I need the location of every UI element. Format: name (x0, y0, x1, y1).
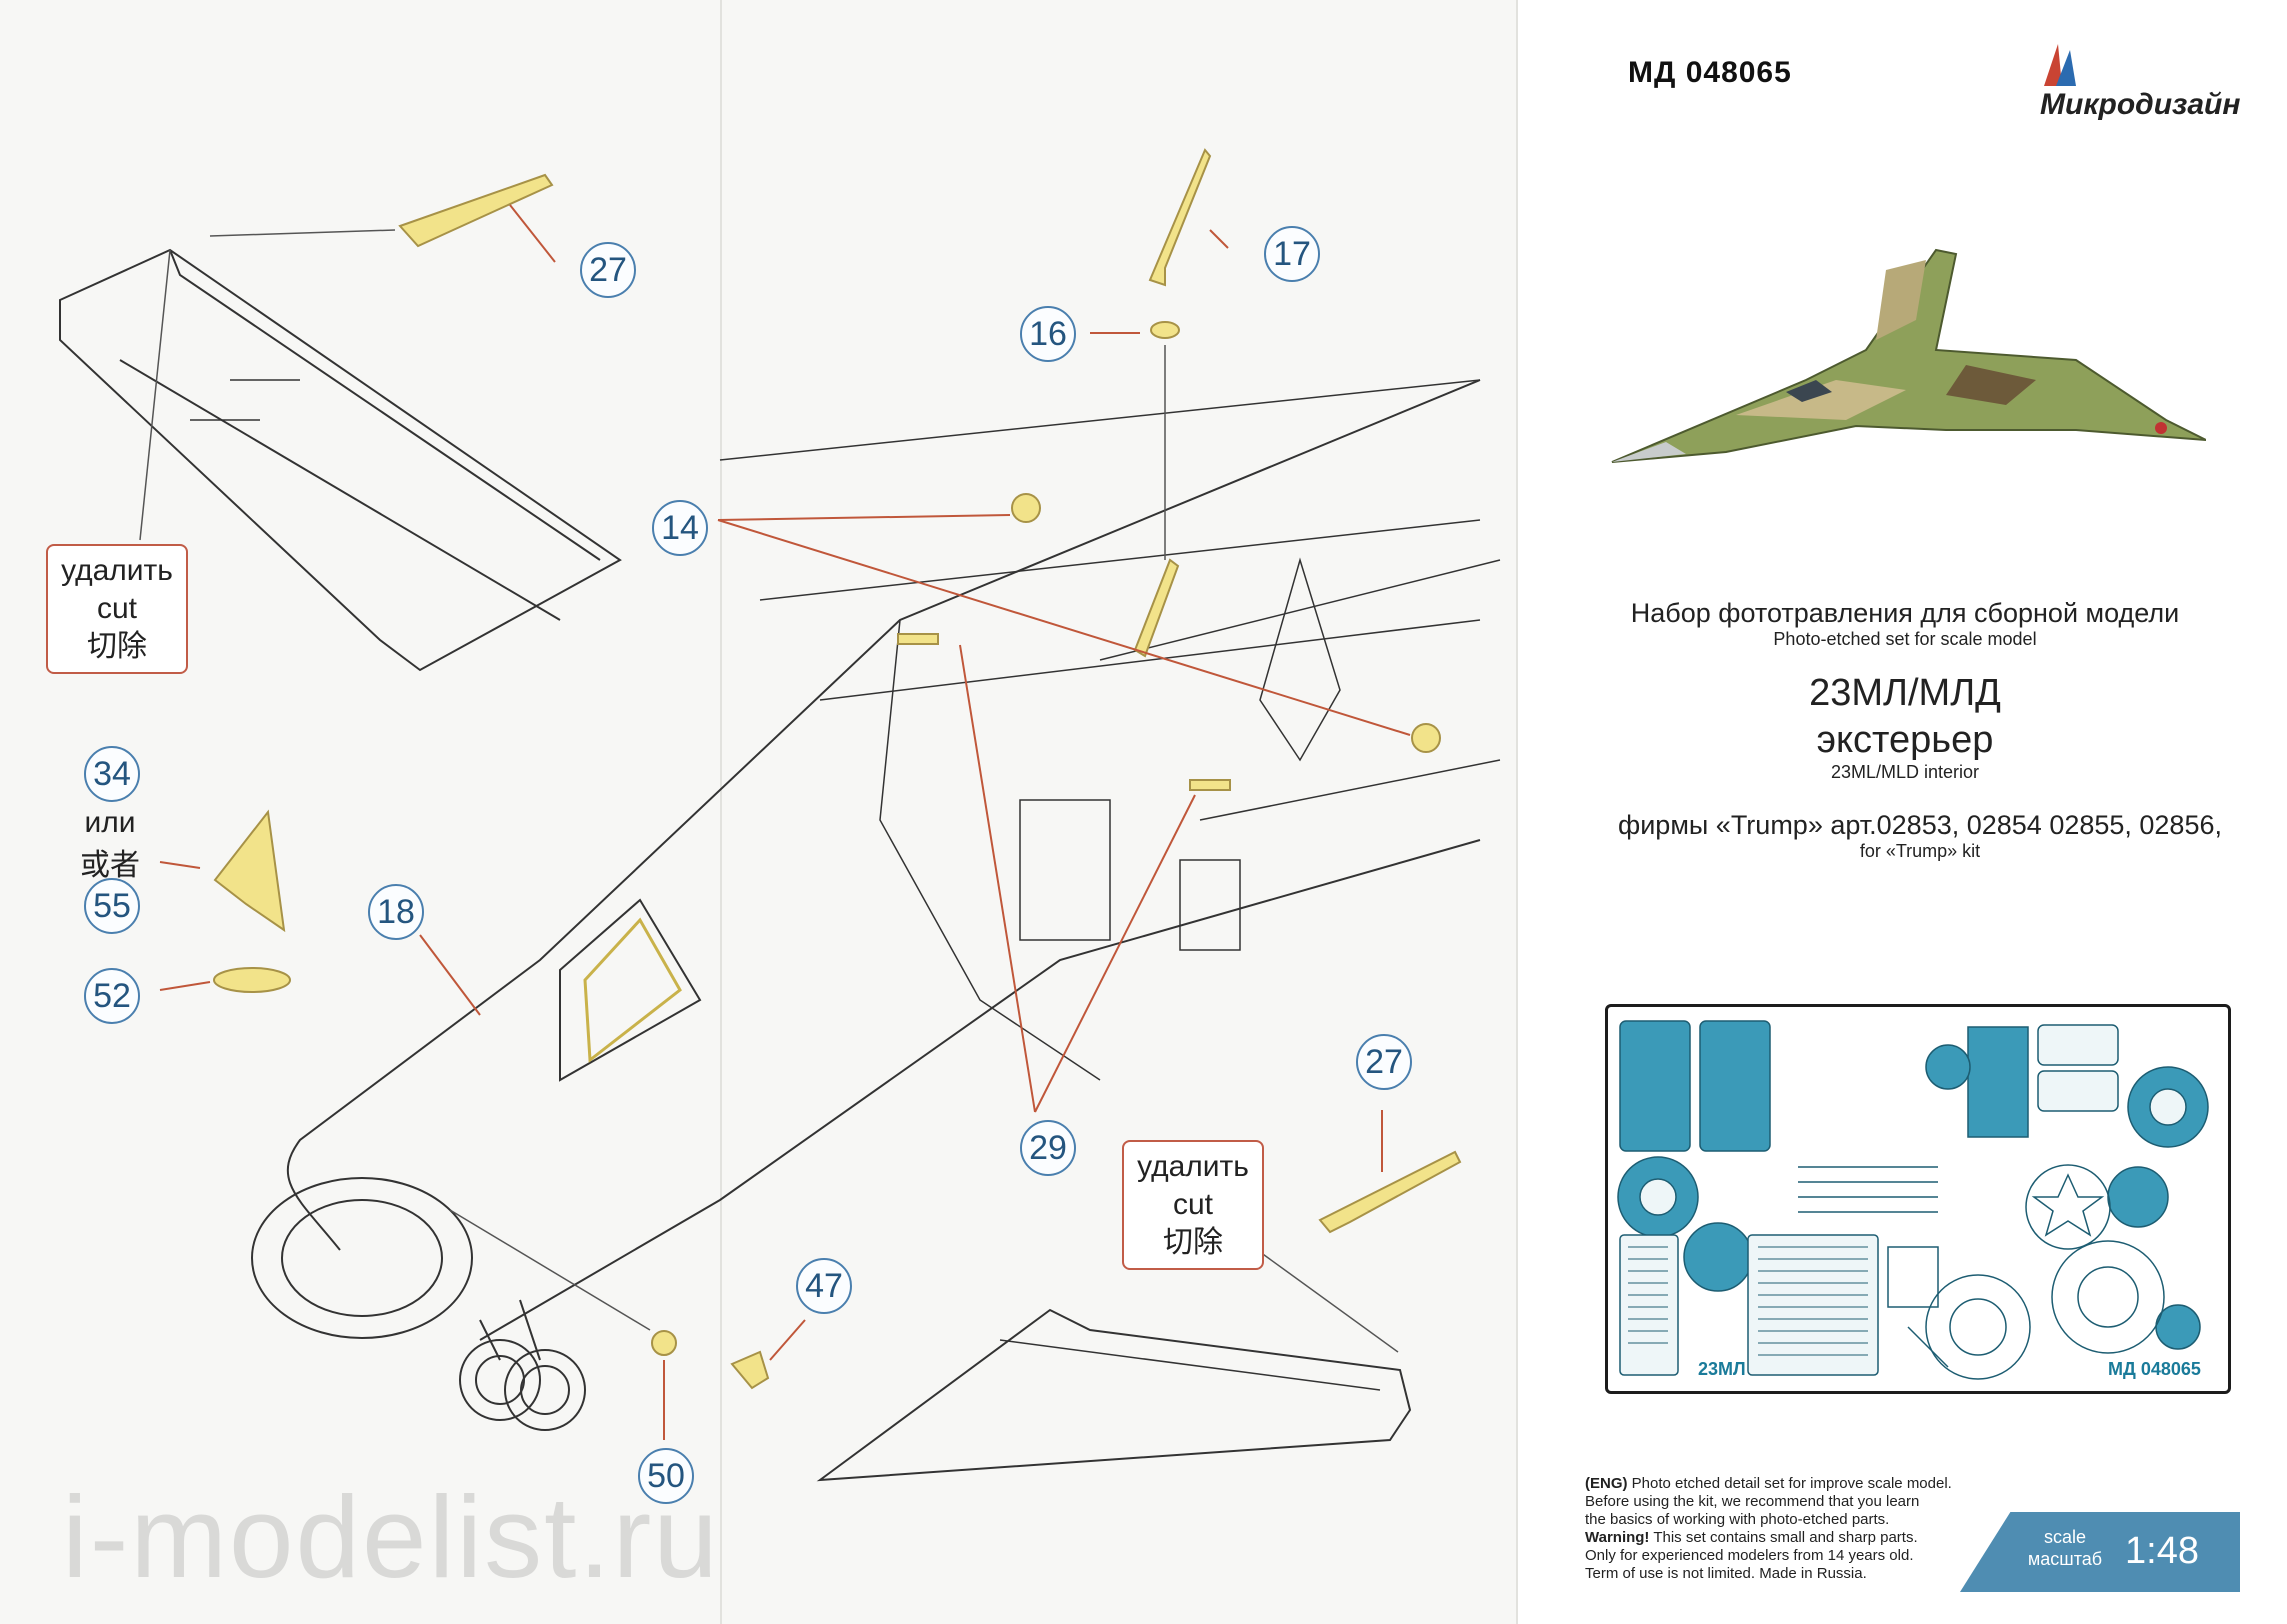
model-block: 23МЛ/МЛД экстерьер 23ML/MLD interior (1809, 672, 2001, 782)
callout-18: 18 (368, 884, 424, 940)
watermark: i-modelist.ru (62, 1472, 720, 1602)
part-14b (1411, 723, 1441, 753)
disclaimer-line: Before using the kit, we recommend that … (1585, 1493, 1920, 1510)
fuselage-lower-line (479, 839, 1481, 1341)
part-27-lower (1318, 1150, 1462, 1234)
part-14a (1011, 493, 1041, 523)
callout-55: 55 (84, 878, 140, 934)
callout-17: 17 (1264, 226, 1320, 282)
scale-label: scale масштаб (2027, 1527, 2103, 1569)
canopy (559, 898, 702, 1082)
callout-16: 16 (1020, 306, 1076, 362)
callout-34: 34 (84, 746, 140, 802)
sheet-artwork (1617, 1020, 2209, 1380)
fuselage-upper-line (286, 379, 1481, 1251)
part-34-55 (213, 809, 286, 933)
callout-14: 14 (652, 500, 708, 556)
part-17 (1148, 148, 1212, 287)
aircraft-line-drawing (59, 148, 1501, 1482)
callout-27-top: 27 (580, 242, 636, 298)
or-label: или 或者 (80, 806, 140, 882)
fold-line (1516, 0, 1518, 1624)
part-29a (897, 633, 939, 645)
sheet-left-label: 23МЛ (1698, 1359, 1746, 1379)
stabilizer-outline (816, 1308, 1412, 1482)
cut-note-stabilizer: удалить cut 切除 (1122, 1140, 1264, 1270)
callout-27-lower: 27 (1356, 1034, 1412, 1090)
callout-50: 50 (638, 1448, 694, 1504)
disclaimer-line: Only for experienced modelers from 14 ye… (1585, 1547, 1914, 1564)
callout-29: 29 (1020, 1120, 1076, 1176)
scale-value: 1:48 (2125, 1530, 2199, 1572)
cut-note-wing: удалить cut 切除 (46, 544, 188, 674)
callout-52: 52 (84, 968, 140, 1024)
brand-logo-icon (2044, 44, 2076, 86)
brand-name: Микродизайн (2040, 40, 2287, 122)
part-29b (1189, 779, 1231, 791)
part-47 (730, 1350, 770, 1390)
scale-badge: scale масштаб 1:48 (1960, 1512, 2240, 1592)
callout-47: 47 (796, 1258, 852, 1314)
disclaimer-line: the basics of working with photo-etched … (1585, 1511, 1890, 1528)
disclaimer-line: (ENG) Photo etched detail set for improv… (1585, 1475, 1952, 1492)
disclaimer-line: Term of use is not limited. Made in Russ… (1585, 1565, 1867, 1582)
aircraft-photo (1611, 248, 2206, 463)
title-block: Набор фототравления для сборной модели P… (1630, 598, 2180, 649)
sheet-right-label: МД 048065 (2108, 1359, 2201, 1379)
photo-etch-sheet: 23МЛ МД 048065 (1605, 1004, 2231, 1394)
part-50 (651, 1330, 677, 1356)
part-mast (1133, 558, 1180, 658)
disclaimer-text: (ENG) Photo etched detail set for improv… (1585, 1475, 1985, 1583)
part-16 (1150, 321, 1180, 339)
fold-line (720, 0, 722, 1624)
part-52 (213, 967, 291, 993)
product-code: МД 048065 (1628, 56, 1792, 89)
kit-block: фирмы «Trump» арт.02853, 02854 02855, 02… (1618, 810, 2222, 861)
part-27-top (398, 173, 554, 248)
disclaimer-line: Warning! This set contains small and sha… (1585, 1529, 1918, 1546)
landing-wheel (459, 1339, 541, 1421)
air-intake (251, 1177, 473, 1339)
